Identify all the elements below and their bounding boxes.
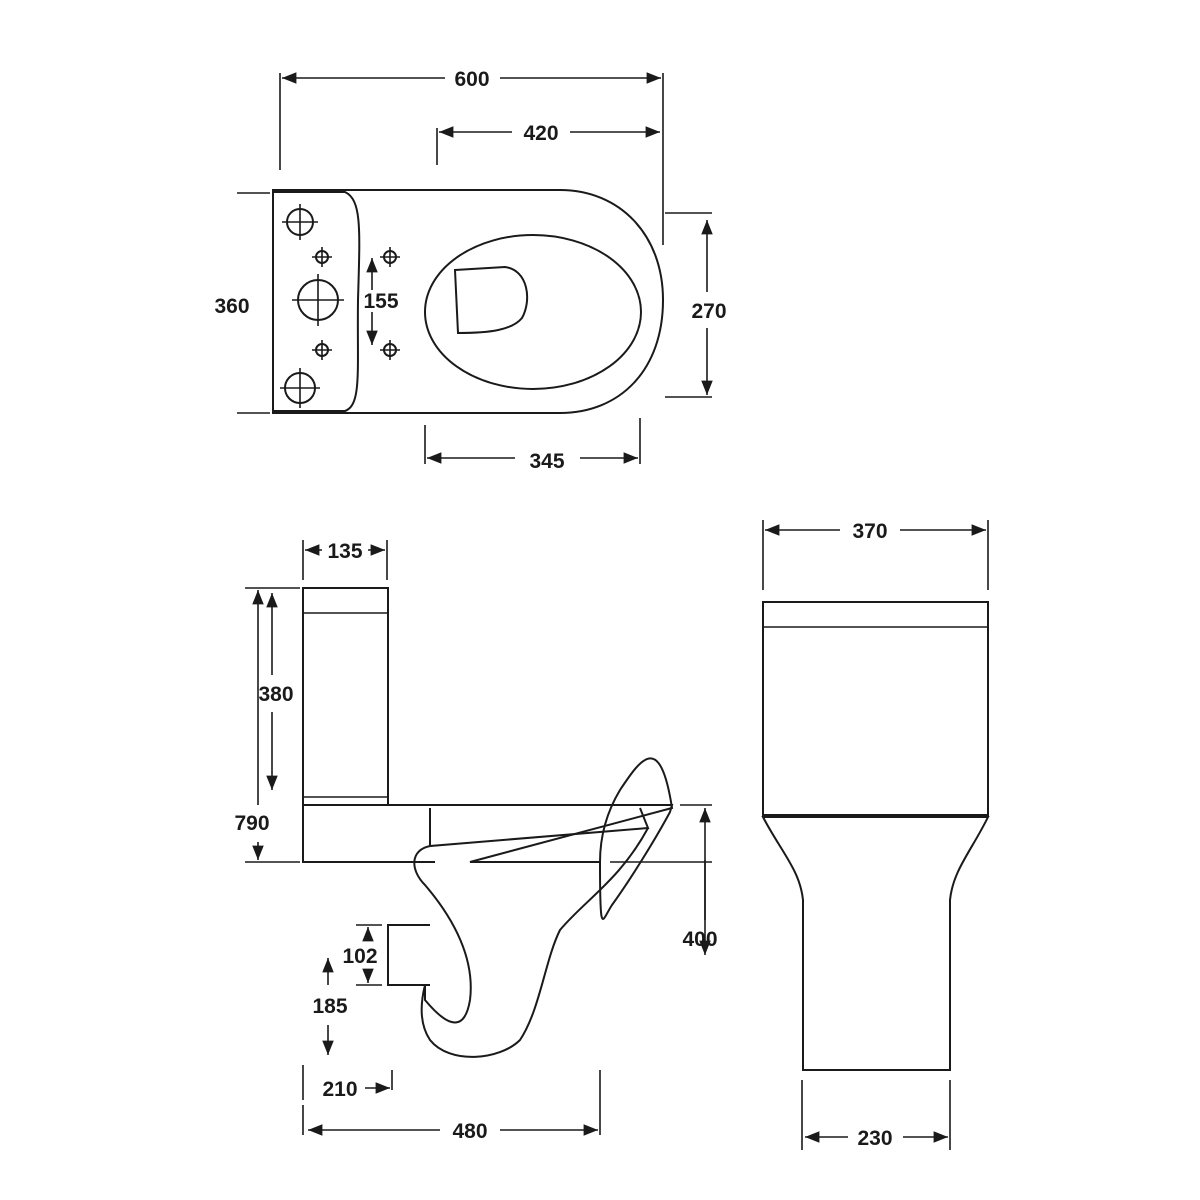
svg-text:230: 230	[857, 1127, 892, 1150]
large-hole-icon	[282, 204, 318, 240]
svg-text:185: 185	[312, 995, 347, 1018]
small-hole-icon	[380, 247, 400, 267]
svg-text:135: 135	[327, 540, 362, 563]
svg-text:360: 360	[214, 295, 249, 318]
pan-front-outline	[761, 816, 990, 1071]
outlet	[387, 924, 430, 986]
cistern-side	[302, 587, 389, 806]
svg-text:400: 400	[682, 928, 717, 951]
dimension-270: 270	[665, 212, 727, 398]
dimension-185: 185	[312, 958, 348, 1055]
dimension-345: 345	[424, 418, 641, 473]
trapway	[413, 827, 649, 1058]
pan-outline	[272, 189, 665, 414]
svg-text:790: 790	[234, 812, 269, 835]
svg-text:480: 480	[452, 1120, 487, 1143]
rim-inner	[429, 807, 650, 848]
pan-side-outline	[302, 757, 674, 863]
small-hole-icon	[380, 340, 400, 360]
small-hole-icon	[312, 247, 332, 267]
dimension-380: 380	[258, 593, 294, 790]
top-view: 600 420 360 270 155 345	[214, 68, 726, 473]
svg-text:270: 270	[691, 300, 726, 323]
dimension-135: 135	[302, 540, 388, 580]
dimension-210: 210	[302, 1065, 393, 1101]
svg-text:155: 155	[363, 290, 398, 313]
cistern-front	[762, 601, 989, 816]
svg-text:345: 345	[529, 450, 564, 473]
dimension-420: 420	[436, 122, 660, 165]
dimension-400: 400	[610, 804, 718, 955]
large-hole-icon	[280, 368, 320, 408]
cistern-outline	[273, 191, 361, 412]
dimension-600: 600	[279, 68, 664, 245]
large-hole-icon	[292, 274, 344, 326]
small-hole-icon	[312, 340, 332, 360]
dimension-230: 230	[801, 1080, 951, 1150]
svg-text:370: 370	[852, 520, 887, 543]
side-view: 135 790 380 400 102 185	[234, 540, 718, 1143]
bowl-opening	[424, 234, 642, 390]
dimension-790: 790	[234, 587, 300, 863]
svg-text:210: 210	[322, 1078, 357, 1101]
svg-text:380: 380	[258, 683, 293, 706]
dimension-360: 360	[214, 192, 270, 414]
svg-text:600: 600	[454, 68, 489, 91]
svg-text:102: 102	[342, 945, 377, 968]
dimension-102: 102	[342, 924, 382, 986]
svg-text:420: 420	[523, 122, 558, 145]
dimension-480: 480	[302, 1070, 601, 1143]
front-view: 370 230	[761, 520, 990, 1150]
dimension-155: 155	[363, 258, 399, 345]
fixing-holes	[280, 204, 400, 408]
dimension-370: 370	[762, 520, 989, 590]
waterway-outline	[453, 265, 529, 335]
